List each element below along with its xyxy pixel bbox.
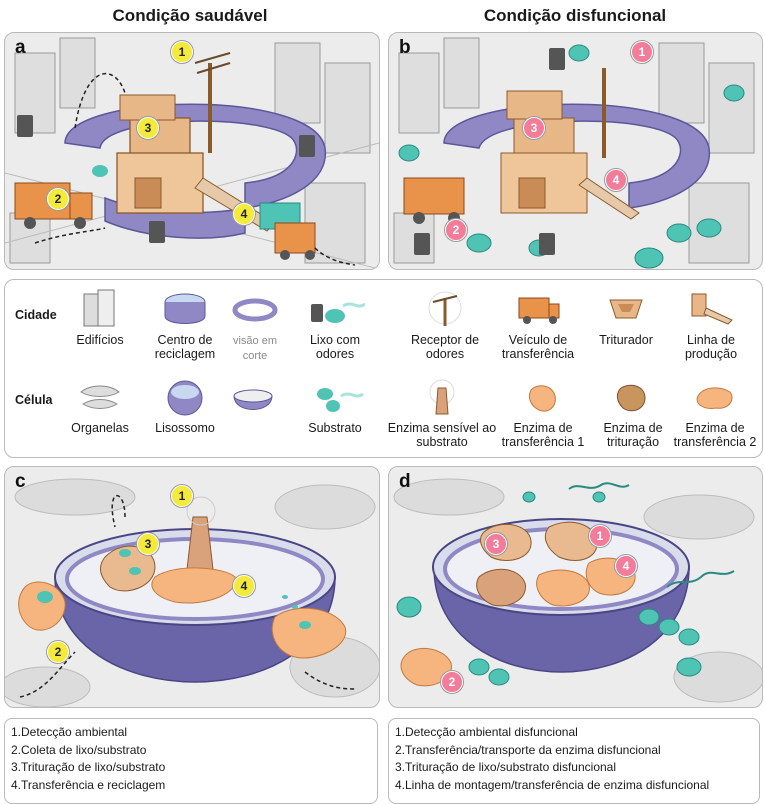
legend-crusher: Triturador: [591, 286, 661, 347]
legend-production-line: Linha de produção: [669, 286, 753, 361]
legend-lysosome-label: Lisossomo: [155, 421, 215, 435]
cutaway-ring-icon: [232, 298, 278, 322]
step-badge-3: 3: [485, 533, 507, 555]
legend-odor-receptor-label: Receptor de odores: [410, 333, 480, 361]
sensing-enzyme-icon: [429, 379, 455, 415]
dysfunctional-step-2: 2.Transferência/transporte da enzima dis…: [395, 742, 661, 757]
crushing-enzyme-icon: [616, 384, 646, 412]
substrate-icon: [317, 388, 364, 412]
panel-d-cell-dysfunctional: d 1 2 3 4: [388, 466, 763, 708]
legend-organelles-label: Organelas: [71, 421, 129, 435]
healthy-step-4: 4.Transferência e reciclagem: [11, 777, 166, 792]
legend-substrate-sensing-enzyme: Enzima sensível ao substrato: [387, 378, 497, 449]
step-badge-3: 3: [137, 533, 159, 555]
healthy-step-2: 2.Coleta de lixo/substrato: [11, 742, 147, 757]
dysfunctional-steps-list: 1.Detecção ambiental disfuncional 2.Tran…: [388, 718, 760, 804]
step-badge-1: 1: [171, 41, 193, 63]
panel-a-city-healthy: a 1 2 3 4: [4, 32, 380, 270]
step-badge-3: 3: [523, 117, 545, 139]
legend-crushing-enzyme-label: Enzima de trituração: [603, 421, 663, 449]
step-badge-3: 3: [137, 117, 159, 139]
healthy-steps-list: 1.Detecção ambiental 2.Coleta de lixo/su…: [4, 718, 378, 804]
legend-buildings-label: Edifícios: [76, 333, 124, 347]
dysfunctional-step-1: 1.Detecção ambiental disfuncional: [395, 725, 578, 739]
legend-cutaway-view-label: visão em corte: [232, 335, 278, 362]
recycling-center-icon: [164, 293, 206, 324]
legend-city-label: Cidade: [15, 308, 57, 322]
cell-healthy-illustration: [5, 478, 379, 707]
step-badge-2: 2: [441, 671, 463, 693]
legend-substrate-label: Substrato: [308, 421, 362, 435]
legend-crushing-enzyme: Enzima de trituração: [597, 378, 669, 449]
legend-organelles: Organelas: [65, 378, 135, 435]
step-badge-1: 1: [589, 525, 611, 547]
legend-recycling-center-label: Centro de reciclagem: [154, 333, 216, 361]
transfer-truck-icon: [518, 297, 560, 324]
step-badge-1: 1: [631, 41, 653, 63]
legend-substrate: Substrato: [300, 378, 370, 435]
healthy-step-1: 1.Detecção ambiental: [11, 725, 128, 739]
odor-receptor-antenna-icon: [428, 291, 462, 326]
transfer-enzyme-2-icon: [696, 387, 733, 409]
legend-buildings: Edifícios: [65, 286, 135, 347]
legend-transfer-vehicle-label: Veículo de transferência: [501, 333, 575, 361]
healthy-condition-title: Condição saudável: [112, 6, 268, 25]
legend-lysosome-cutaway: [223, 378, 283, 421]
dysfunctional-step-3: 3.Trituração de lixo/substrato disfuncio…: [395, 760, 617, 774]
step-badge-2: 2: [47, 641, 69, 663]
step-badge-4: 4: [605, 169, 627, 191]
legend-substrate-sensing-enzyme-label: Enzima sensível ao substrato: [387, 421, 497, 449]
production-line-icon: [691, 293, 733, 325]
city-healthy-illustration: [5, 37, 379, 269]
legend-lysosome: Lisossomo: [150, 378, 220, 435]
smelly-trash-icon: [311, 302, 365, 323]
legend-transfer-enzyme-2-label: Enzima de transferência 2: [673, 421, 757, 449]
lysosome-icon: [167, 380, 203, 416]
cell-dysfunctional-illustration: [393, 478, 762, 703]
buildings-icon: [83, 289, 115, 327]
legend: Cidade Célula Edifícios Centro de recicl…: [4, 279, 763, 458]
legend-transfer-enzyme-2: Enzima de transferência 2: [671, 378, 759, 449]
step-badge-2: 2: [47, 188, 69, 210]
dysfunctional-step-4: 4.Linha de montagem/transferência de enz…: [395, 777, 710, 792]
panel-b-label: b: [399, 37, 411, 58]
step-badge-4: 4: [615, 555, 637, 577]
dysfunctional-condition-title: Condição disfuncional: [483, 6, 667, 25]
crusher-icon: [609, 299, 643, 319]
panel-c-label: c: [15, 471, 26, 492]
legend-recycling-center: Centro de reciclagem: [145, 286, 225, 361]
legend-production-line-label: Linha de produção: [684, 333, 738, 361]
legend-odor-receptor: Receptor de odores: [405, 286, 485, 361]
legend-cutaway-view: visão em corte: [220, 286, 290, 363]
city-dysfunctional-illustration: [393, 37, 755, 269]
legend-crusher-label: Triturador: [599, 333, 653, 347]
legend-cell-label: Célula: [15, 393, 53, 407]
legend-smelly-trash: Lixo com odores: [300, 286, 370, 361]
legend-transfer-enzyme-1-label: Enzima de transferência 1: [501, 421, 585, 449]
step-badge-4: 4: [233, 203, 255, 225]
transfer-enzyme-1-icon: [528, 385, 556, 412]
legend-transfer-enzyme-1: Enzima de transferência 1: [491, 378, 595, 449]
healthy-step-3: 3.Trituração de lixo/substrato: [11, 760, 166, 774]
lysosome-cutaway-icon: [233, 389, 273, 410]
legend-smelly-trash-label: Lixo com odores: [309, 333, 361, 361]
organelles-icon: [80, 385, 120, 409]
step-badge-1: 1: [171, 485, 193, 507]
panel-c-cell-healthy: c 1 2 3 4: [4, 466, 380, 708]
legend-transfer-vehicle: Veículo de transferência: [493, 286, 583, 361]
step-badge-2: 2: [445, 219, 467, 241]
panel-a-label: a: [15, 37, 26, 58]
step-badge-4: 4: [233, 575, 255, 597]
panel-b-city-dysfunctional: b 1 2 3 4: [388, 32, 763, 270]
panel-d-label: d: [399, 471, 411, 492]
